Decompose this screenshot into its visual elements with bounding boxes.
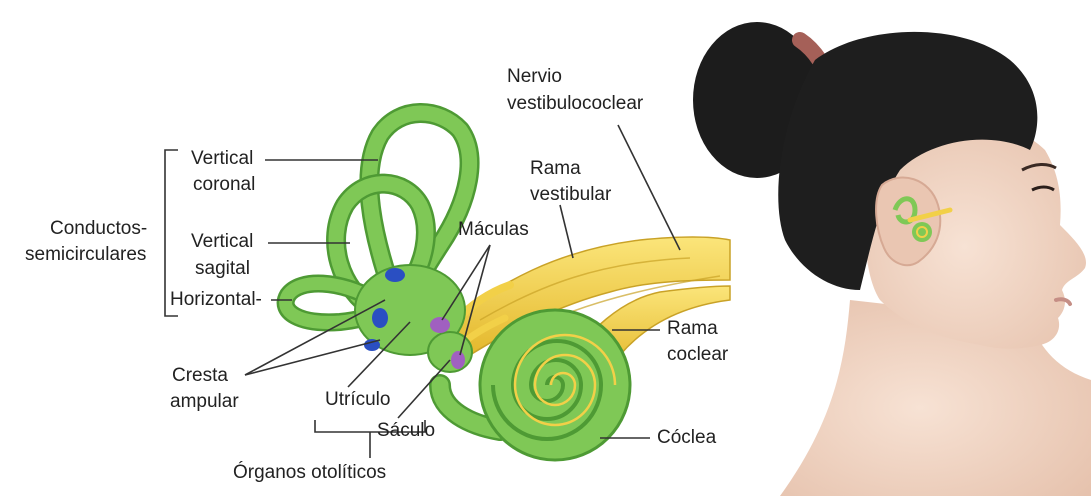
label-vertical-coronal-1: Vertical xyxy=(191,148,253,170)
label-vertical-sagital-2: sagital xyxy=(195,258,250,280)
label-rama-vestibular-2: vestibular xyxy=(530,184,611,206)
label-rama-coclear-1: Rama xyxy=(667,318,718,340)
label-rama-vestibular-1: Rama xyxy=(530,158,581,180)
vestibule xyxy=(355,265,472,372)
macula-utricle xyxy=(430,317,450,333)
label-cresta-2: ampular xyxy=(170,391,239,413)
label-nervio-2: vestibulococlear xyxy=(507,93,643,115)
ampulla-1 xyxy=(385,268,405,282)
label-maculas: Máculas xyxy=(458,219,529,241)
label-rama-coclear-2: coclear xyxy=(667,344,728,366)
label-vertical-coronal-2: coronal xyxy=(193,174,255,196)
label-vertical-sagital-1: Vertical xyxy=(191,231,253,253)
label-coclea: Cóclea xyxy=(657,427,716,449)
label-conductos-1: Conductos- xyxy=(50,218,147,240)
label-utriculo: Utrículo xyxy=(325,389,390,411)
label-conductos-2: semicirculares xyxy=(25,244,146,266)
label-cresta-1: Cresta xyxy=(172,365,228,387)
head-illustration xyxy=(693,22,1091,496)
label-nervio-1: Nervio xyxy=(507,66,562,88)
label-horizontal: Horizontal- xyxy=(170,289,262,311)
label-saculo: Sáculo xyxy=(377,420,435,442)
label-organos: Órganos otolíticos xyxy=(233,462,386,484)
ampulla-2 xyxy=(372,308,388,328)
macula-saccule xyxy=(451,351,465,369)
